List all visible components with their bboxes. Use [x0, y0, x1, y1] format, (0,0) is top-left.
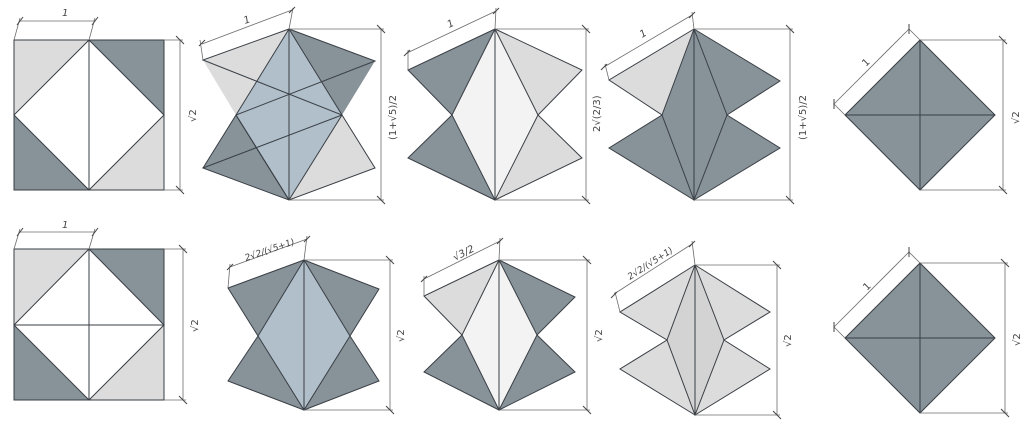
- figure-r1-octa: 1 2√(2/3): [403, 7, 603, 205]
- figure-r1-square: 1 √2: [13, 8, 199, 195]
- figure-r1-diamond: 1 √2: [833, 24, 1022, 195]
- edge-label: 1: [446, 18, 456, 31]
- edge-label: 1: [638, 28, 649, 41]
- height-label: √2: [1011, 111, 1022, 124]
- height-label: (1+√5)/2: [388, 95, 399, 140]
- figure-r1-golden: 1 (1+√5)/2: [198, 6, 399, 205]
- edge-label: 2√2/(√5+1): [243, 237, 296, 264]
- figure-r1-icosa: 1 (1+√5)/2: [600, 11, 809, 205]
- height-label: √2: [188, 109, 199, 122]
- edge-label: 1: [861, 281, 873, 293]
- height-label: √2: [1012, 333, 1023, 346]
- figure-r2-diamond: 1 √2: [833, 247, 1023, 418]
- figure-r2-icosa: 2√2/(√5+1) √2: [610, 240, 794, 420]
- edge-label: 2√2/(√5+1): [626, 245, 676, 283]
- height-label: √2: [190, 319, 201, 332]
- figure-r2-square: 1 √2: [13, 220, 201, 405]
- figure-r2-golden: 2√2/(√5+1) √2: [226, 235, 407, 415]
- height-label: √2: [594, 329, 605, 342]
- edge-label: 1: [62, 220, 68, 231]
- edge-label: √3/2: [451, 244, 476, 264]
- height-label: (1+√5)/2: [798, 95, 809, 140]
- edge-label: 1: [242, 14, 252, 27]
- height-label: √2: [396, 329, 407, 342]
- height-label: 2√(2/3): [592, 95, 603, 132]
- figure-r2-octa: √3/2 √2: [420, 237, 605, 415]
- height-label: √2: [783, 334, 794, 347]
- edge-label: 1: [62, 8, 68, 19]
